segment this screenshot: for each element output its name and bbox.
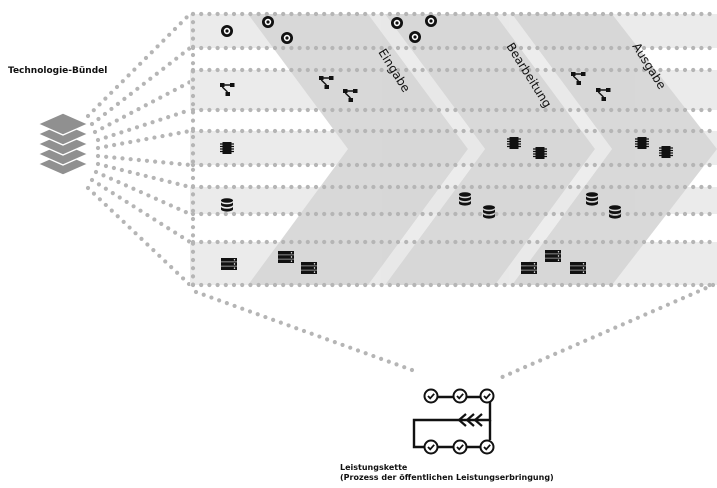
grid-dotted-lines: [190, 11, 717, 288]
process-chain-title: Leistungskette: [340, 463, 408, 472]
server-rack-icon: [521, 262, 537, 274]
disc-icon: [391, 17, 403, 29]
database-icon: [459, 192, 471, 206]
server-rack-icon: [545, 250, 561, 262]
check-circle-icon: [452, 439, 468, 455]
technology-bundle-label: Technologie-Bündel: [8, 66, 108, 76]
process-chain-label: Leistungskette (Prozess der öffentlichen…: [340, 463, 554, 483]
chevron-ausgabe: [512, 14, 717, 285]
database-icon: [609, 205, 621, 219]
chevron-bearbeitung: [385, 14, 595, 285]
server-rack-icon: [278, 251, 294, 263]
database-icon: [221, 198, 233, 212]
database-icon: [483, 205, 495, 219]
check-circle-icon: [423, 388, 439, 404]
check-circle-icon: [479, 388, 495, 404]
process-chain-icon: [412, 388, 495, 455]
converge-lines: [193, 282, 716, 381]
server-rack-icon: [570, 262, 586, 274]
technology-bundle-icon: [36, 112, 90, 176]
database-icon: [586, 192, 598, 206]
server-rack-icon: [221, 258, 237, 270]
check-circle-icon: [479, 439, 495, 455]
disc-icon: [221, 25, 233, 37]
server-rack-icon: [301, 262, 317, 274]
disc-icon: [425, 15, 437, 27]
disc-icon: [262, 16, 274, 28]
check-circle-icon: [452, 388, 468, 404]
check-circle-icon: [423, 439, 439, 455]
disc-icon: [281, 32, 293, 44]
chevron-eingabe: [248, 14, 468, 285]
fan-out-lines: [85, 11, 193, 288]
disc-icon: [409, 31, 421, 43]
process-chain-subtitle: (Prozess der öffentlichen Leistungserbri…: [340, 473, 554, 482]
process-chevrons: [248, 14, 717, 285]
